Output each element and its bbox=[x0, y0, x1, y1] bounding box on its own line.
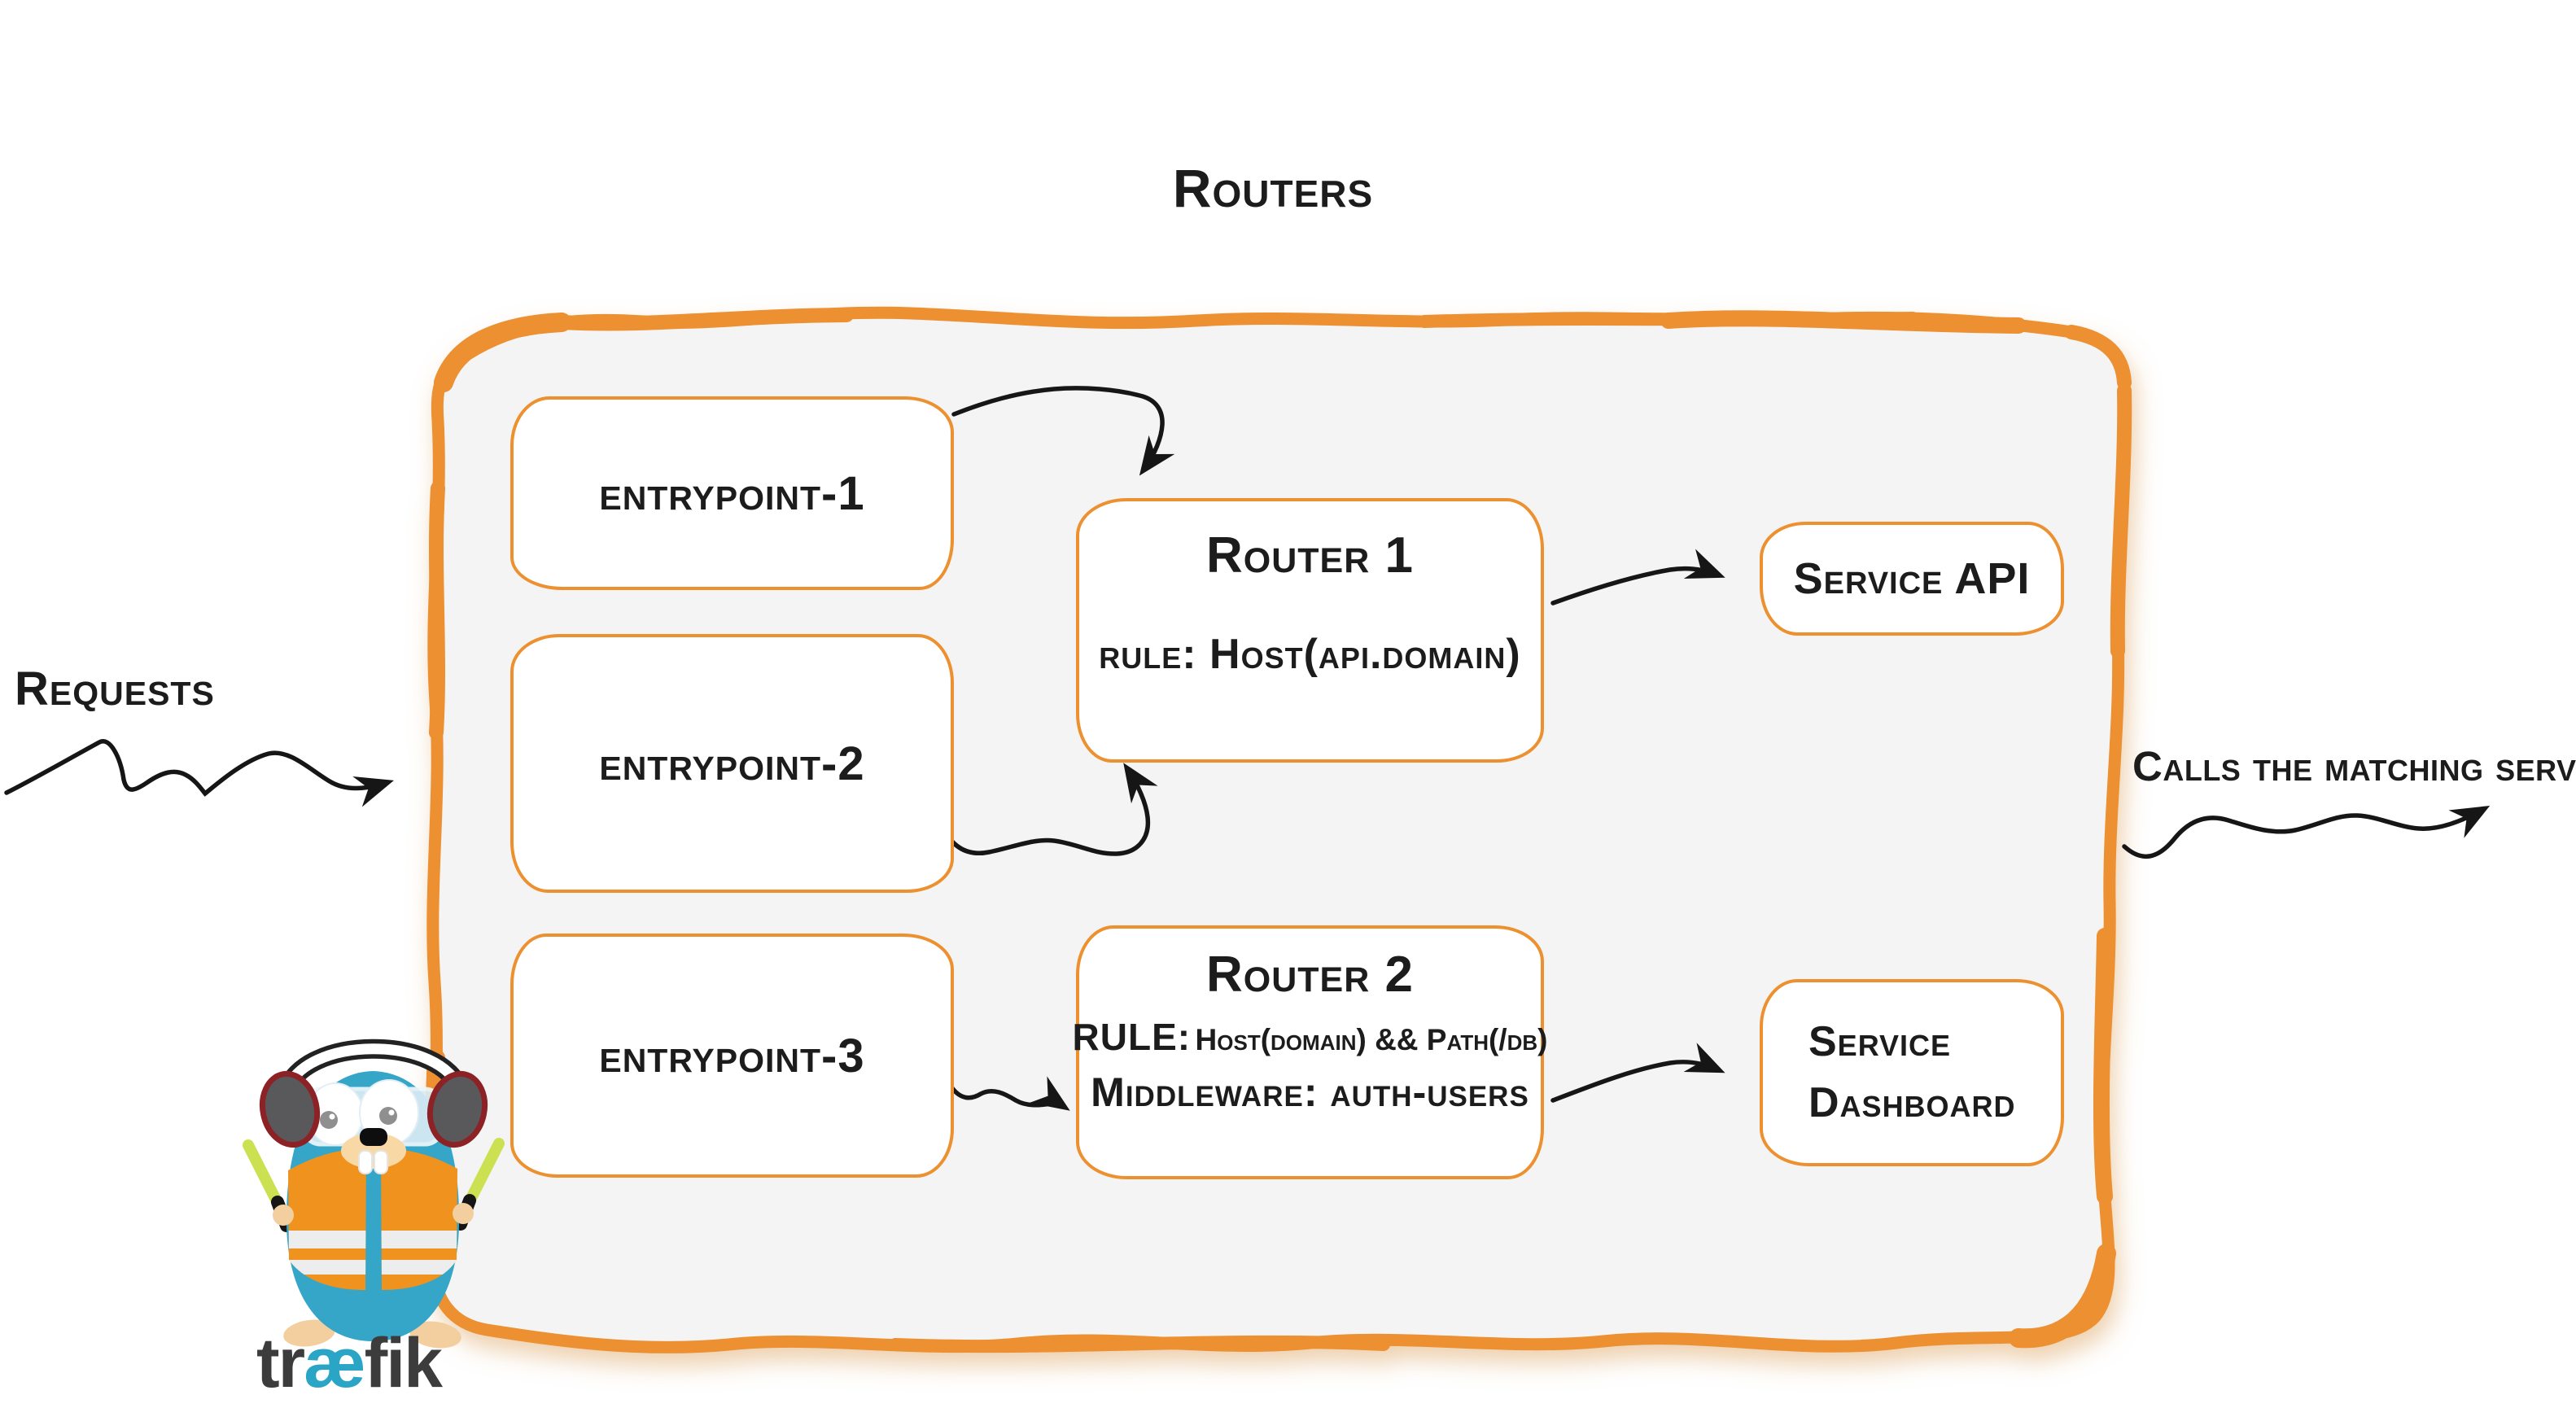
router-2-rule: RULE: Host(domain) && Path(/db) bbox=[1073, 1018, 1548, 1056]
entrypoint2-to-router1-arrow bbox=[942, 763, 1158, 856]
entrypoint3-to-router2-arrow bbox=[950, 1076, 1070, 1111]
left-wand-icon bbox=[243, 1139, 284, 1210]
router-1-title: Router 1 bbox=[1206, 527, 1414, 584]
entrypoint1-to-router1-arrow bbox=[951, 386, 1175, 476]
wordmark-post: fik bbox=[364, 1324, 443, 1402]
router-2-rule-label: RULE: bbox=[1072, 1016, 1192, 1058]
right-wand-icon bbox=[463, 1138, 505, 1209]
router-2-rule-value: Host(domain) && Path(/db) bbox=[1195, 1023, 1548, 1056]
router1-to-service-api-arrow bbox=[1550, 549, 1725, 606]
requests-arrow bbox=[4, 739, 394, 807]
wordmark-ae: æ bbox=[304, 1324, 365, 1402]
requests-label: Requests bbox=[15, 662, 215, 715]
traefik-gopher-logo bbox=[243, 1039, 505, 1349]
wordmark-pre: tr bbox=[256, 1324, 305, 1402]
router2-to-service-dashboard-arrow bbox=[1550, 1043, 1725, 1103]
router-2-middleware: Middleware: auth-users bbox=[1091, 1069, 1529, 1115]
entrypoint-3-node: entrypoint-3 bbox=[510, 934, 954, 1178]
entrypoint-3-label: entrypoint-3 bbox=[599, 1029, 865, 1082]
nose-icon bbox=[360, 1128, 387, 1146]
router-2-node: Router 2 RULE: Host(domain) && Path(/db)… bbox=[1073, 925, 1547, 1179]
service-api-label: Service API bbox=[1793, 554, 2031, 603]
traefik-wordmark: træfik bbox=[256, 1328, 443, 1398]
calls-matching-server-label: Calls the matching server bbox=[2132, 743, 2576, 789]
calls-matching-server-arrow bbox=[2122, 805, 2491, 859]
router-1-node: Router 1 rule: Host(api.domain) bbox=[1076, 498, 1544, 763]
page-title: Routers bbox=[1172, 158, 1374, 218]
entrypoint-1-label: entrypoint-1 bbox=[599, 466, 865, 520]
service-dashboard-node: Service Dashboard bbox=[1760, 979, 2064, 1166]
service-api-node: Service API bbox=[1760, 522, 2064, 636]
entrypoint-1-node: entrypoint-1 bbox=[510, 396, 954, 590]
arrows-layer bbox=[4, 386, 2491, 1111]
service-dashboard-line1: Service bbox=[1808, 1017, 1952, 1065]
service-dashboard-line2: Dashboard bbox=[1808, 1079, 2016, 1126]
entrypoint-2-node: entrypoint-2 bbox=[510, 634, 954, 893]
entrypoint-2-label: entrypoint-2 bbox=[599, 737, 865, 790]
router-2-title: Router 2 bbox=[1206, 947, 1414, 1003]
router-1-rule: rule: Host(api.domain) bbox=[1099, 631, 1521, 678]
